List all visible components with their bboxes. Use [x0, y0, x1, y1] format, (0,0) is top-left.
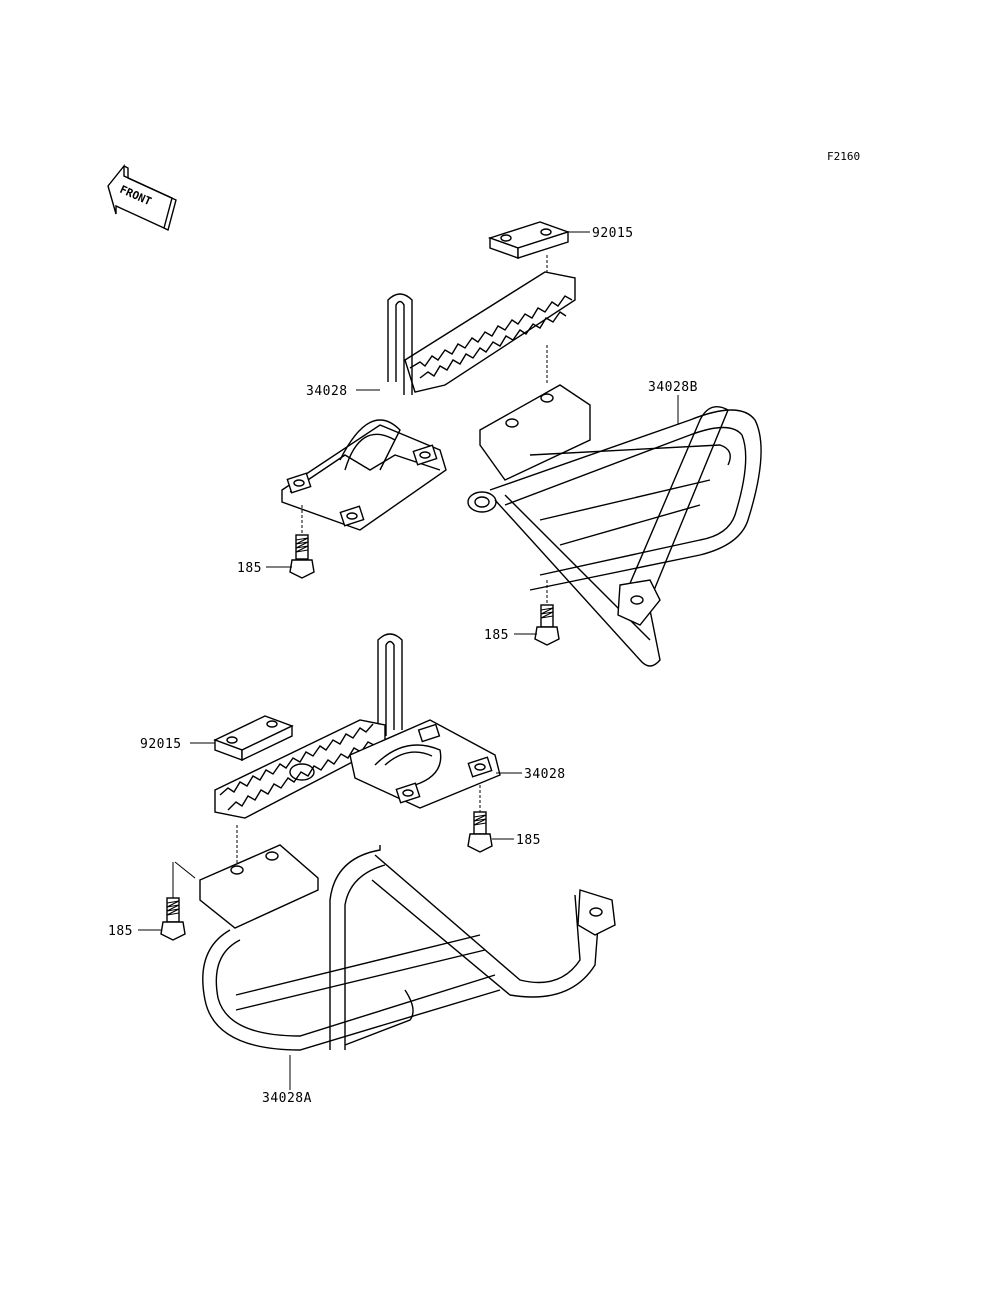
lower-bolt-right-185 [467, 811, 493, 853]
lower-bracket-callout: 34028A [262, 1091, 312, 1106]
right-bolt-callout: 185 [484, 628, 509, 643]
upper-step-callout: 34028 [306, 384, 348, 399]
right-bolt-185 [534, 604, 560, 646]
figure-code: F2160 [827, 150, 860, 163]
right-bracket-callout: 34028B [648, 380, 698, 395]
lower-bolt-left-callout: 185 [108, 924, 133, 939]
upper-bolt-callout: 185 [237, 561, 262, 576]
lower-step-callout: 34028 [524, 767, 566, 782]
upper-bolt-185 [289, 534, 315, 579]
lower-bolt-right-callout: 185 [516, 833, 541, 848]
front-arrow-icon: FRONT [107, 164, 177, 232]
lower-pad-callout: 92015 [140, 737, 182, 752]
upper-pad-92015 [487, 221, 571, 259]
lower-pad-92015 [213, 715, 294, 762]
upper-step-34028 [281, 271, 576, 531]
upper-pad-callout: 92015 [592, 226, 634, 241]
lower-step-34028 [214, 633, 501, 819]
lower-bracket-34028A [199, 844, 616, 1051]
lower-bolt-left-185 [160, 897, 186, 941]
right-bracket-34028B [467, 384, 762, 667]
